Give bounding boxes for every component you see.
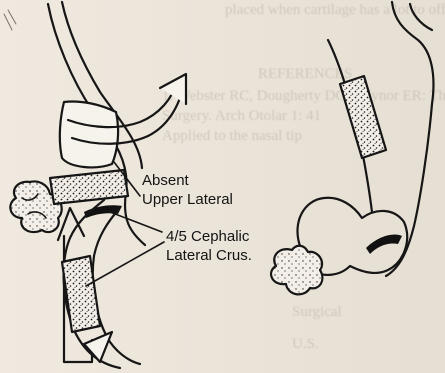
right-lobules [271, 246, 322, 295]
lateral-crus-graft-horizontal [50, 170, 128, 204]
label-absent-upper-lateral-1: Absent [142, 172, 189, 190]
leader-cephalic-crus-1 [110, 212, 162, 232]
right-graft [340, 76, 386, 158]
right-nose-inner-profile [410, 4, 432, 30]
leader-cephalic-crus-2 [86, 242, 164, 286]
upper-lateral-cartilage-region [60, 101, 118, 167]
pencil-mark [4, 10, 16, 30]
label-cephalic-crus-1: 4/5 Cephalic [166, 228, 249, 246]
lateral-crus-graft-vertical [62, 256, 100, 332]
label-absent-upper-lateral-2: Upper Lateral [142, 191, 233, 209]
rotation-arrow-head [160, 74, 186, 104]
right-crus-dark-strip [366, 235, 402, 255]
bottom-arrow-head [84, 332, 112, 362]
label-cephalic-crus-2: Lateral Crus. [166, 247, 252, 265]
